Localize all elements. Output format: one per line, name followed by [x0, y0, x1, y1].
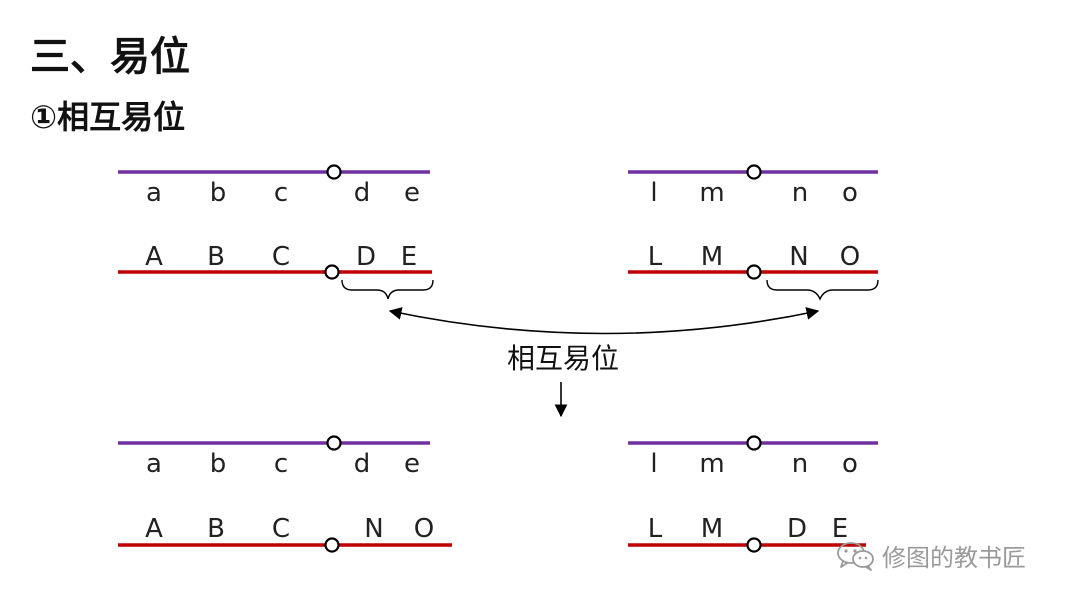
watermark: 修图的教书匠 [836, 538, 1026, 573]
chromosome-before-right-top: l m n o [628, 164, 878, 208]
gene-label: d [354, 178, 371, 208]
gene-label: e [404, 178, 420, 208]
centromere [746, 164, 762, 180]
gene-label: l [650, 449, 657, 479]
gene-label: M [701, 242, 723, 272]
centromere [746, 435, 762, 451]
gene-label: L [648, 514, 663, 544]
right-segment-brace [766, 279, 879, 301]
watermark-text: 修图的教书匠 [882, 544, 1026, 572]
centromere [326, 164, 342, 180]
gene-label: L [648, 242, 663, 272]
gene-label: N [789, 242, 808, 272]
exchange-arrow [388, 307, 820, 335]
gene-label: O [840, 242, 860, 272]
gene-label: C [272, 514, 290, 544]
centromere [746, 264, 762, 280]
centromere [324, 264, 340, 280]
chromosome-after-right-top: l m n o [628, 435, 878, 479]
gene-label: C [272, 242, 290, 272]
gene-label: a [146, 449, 162, 479]
gene-label: e [404, 449, 420, 479]
section-subtitle: ①相互易位 [30, 98, 186, 136]
gene-label: E [832, 514, 848, 544]
chromosome-before-left-top: a b c d e [118, 164, 430, 208]
wechat-icon [837, 541, 874, 571]
gene-label: b [210, 449, 227, 479]
gene-label: n [792, 178, 808, 208]
gene-label: o [842, 449, 858, 479]
gene-label: b [210, 178, 227, 208]
gene-label: c [274, 178, 288, 208]
gene-label: A [145, 514, 163, 544]
gene-label: B [207, 514, 225, 544]
gene-label: M [701, 514, 723, 544]
exchange-label: 相互易位 [507, 342, 619, 375]
left-segment-brace [341, 279, 434, 300]
gene-label: O [414, 514, 434, 544]
gene-label: D [356, 242, 376, 272]
gene-label: D [787, 514, 807, 544]
centromere [326, 435, 342, 451]
page-title: 三、易位 [30, 34, 190, 80]
gene-label: B [207, 242, 225, 272]
gene-label: l [650, 178, 657, 208]
chromosome-after-left-top: a b c d e [118, 435, 430, 479]
gene-label: n [792, 449, 808, 479]
gene-label: a [146, 178, 162, 208]
gene-label: A [145, 242, 163, 272]
gene-label: N [364, 514, 383, 544]
chromosome-before-right-bottom: L M N O [628, 242, 878, 280]
gene-label: E [401, 242, 417, 272]
gene-label: c [274, 449, 288, 479]
gene-label: d [354, 449, 371, 479]
centromere [324, 537, 340, 553]
gene-label: o [842, 178, 858, 208]
gene-label: m [699, 178, 724, 208]
gene-label: m [699, 449, 724, 479]
centromere [746, 537, 762, 553]
